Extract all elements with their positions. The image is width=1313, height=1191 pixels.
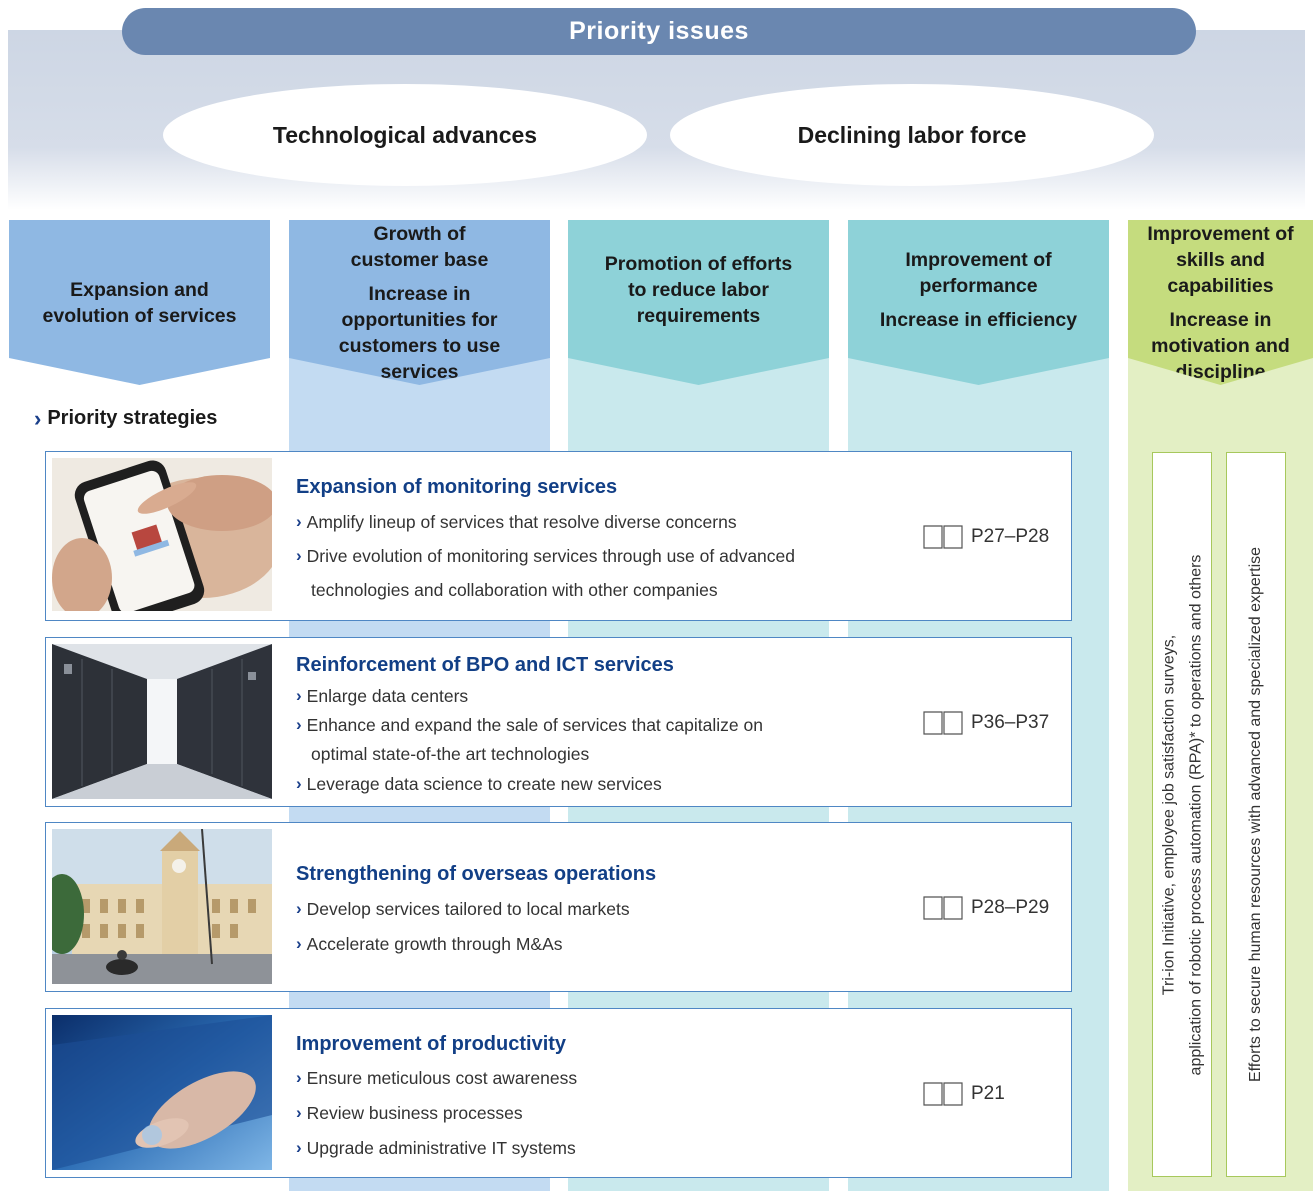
bullet-item: ›Accelerate growth through M&As xyxy=(296,934,630,969)
column-header-line: evolution of services xyxy=(42,304,237,327)
column-header-line: customers to use xyxy=(338,334,501,357)
vertical-text-line: Efforts to secure human resources with a… xyxy=(1247,546,1265,1083)
strategy-title: Expansion of monitoring services xyxy=(296,476,618,498)
chevron-right-icon: › xyxy=(296,715,302,734)
column-header-line: customer base xyxy=(350,248,489,271)
chevron-right-icon: › xyxy=(296,1138,302,1157)
page-reference: P36–P37 xyxy=(923,710,1049,736)
column-header-performance: Improvement of performance Increase in e… xyxy=(848,220,1109,385)
touchscreen-photo xyxy=(52,1015,272,1170)
bullet-item: ›Enhance and expand the sale of services… xyxy=(296,715,763,744)
bullet-item: ›Develop services tailored to local mark… xyxy=(296,899,630,934)
strategy-card-bpo-ict: Reinforcement of BPO and ICT services ›E… xyxy=(45,637,1072,807)
chevron-right-icon: › xyxy=(296,546,302,565)
column-header-growth: Growth of customer base Increase in oppo… xyxy=(289,220,550,385)
column-header-line: discipline xyxy=(1175,360,1266,383)
bullet-text-continued: technologies and collaboration with othe… xyxy=(311,580,718,600)
chevron-right-icon: › xyxy=(296,512,302,531)
human-resources-text: Efforts to secure human resources with a… xyxy=(1243,547,1270,1082)
book-icon xyxy=(923,525,963,549)
vertical-text-line: Tri-ion Initiative, employee job satisfa… xyxy=(1160,634,1178,995)
column-header-line: Expansion and xyxy=(70,278,209,301)
strategy-bullets: ›Amplify lineup of services that resolve… xyxy=(296,512,795,601)
bullet-text-continued: optimal state-of-the art technologies xyxy=(311,744,590,764)
column-header-expansion: Expansion and evolution of services xyxy=(9,220,270,385)
priority-strategies-label: › Priority strategies xyxy=(34,407,217,430)
bullet-item: ›Upgrade administrative IT systems xyxy=(296,1138,577,1173)
bullet-item: ›Review business processes xyxy=(296,1103,577,1138)
bullet-text: Leverage data science to create new serv… xyxy=(306,774,662,794)
page-reference-text: P21 xyxy=(971,1083,1005,1104)
column-header-line: Increase in efficiency xyxy=(879,308,1078,331)
bullet-text: Enlarge data centers xyxy=(306,686,469,706)
overseas-building-photo xyxy=(52,829,272,984)
chevron-right-icon: › xyxy=(296,686,302,705)
column-header-line: Improvement of xyxy=(905,248,1052,271)
chevron-right-icon: › xyxy=(296,899,302,918)
strategy-title: Strengthening of overseas operations xyxy=(296,863,657,885)
tri-ion-initiative-box: Tri-ion Initiative, employee job satisfa… xyxy=(1152,452,1212,1177)
column-header-line: skills and xyxy=(1176,248,1265,271)
page-reference-text: P28–P29 xyxy=(971,897,1050,918)
page-reference: P21 xyxy=(923,1081,1005,1107)
strategy-title: Improvement of productivity xyxy=(296,1033,567,1055)
column-header-line: Improvement of xyxy=(1147,222,1294,245)
bullet-text: Review business processes xyxy=(306,1103,523,1123)
column-header-line: requirements xyxy=(636,304,761,327)
strategy-card-productivity: Improvement of productivity ›Ensure meti… xyxy=(45,1008,1072,1178)
column-header-line: capabilities xyxy=(1167,274,1274,297)
book-icon xyxy=(923,1082,963,1106)
column-header-line: to reduce labor xyxy=(628,278,769,301)
strategy-bullets: ›Develop services tailored to local mark… xyxy=(296,899,630,969)
column-header-line: Increase in xyxy=(1169,308,1272,331)
book-icon xyxy=(923,711,963,735)
vertical-text-line: application of robotic process automatio… xyxy=(1187,554,1205,1075)
column-header-skills: Improvement of skills and capabilities I… xyxy=(1128,220,1313,385)
bullet-text: Amplify lineup of services that resolve … xyxy=(306,512,737,532)
bullet-text: Upgrade administrative IT systems xyxy=(306,1138,576,1158)
chevron-right-icon: › xyxy=(296,934,302,953)
column-header-line: performance xyxy=(919,274,1038,297)
bullet-text: Ensure meticulous cost awareness xyxy=(306,1068,578,1088)
page-reference: P27–P28 xyxy=(923,524,1049,550)
tri-ion-initiative-text: Tri-ion Initiative, employee job satisfa… xyxy=(1155,554,1209,1075)
column-header-line: opportunities for xyxy=(341,308,498,331)
priority-strategies-text: Priority strategies xyxy=(47,407,218,429)
page-reference-text: P36–P37 xyxy=(971,712,1050,733)
bullet-text: Accelerate growth through M&As xyxy=(306,934,563,954)
bullet-text: Drive evolution of monitoring services t… xyxy=(306,546,795,566)
chevron-right-icon: › xyxy=(296,774,302,793)
human-resources-box: Efforts to secure human resources with a… xyxy=(1226,452,1286,1177)
issue-declining-labor-force: Declining labor force xyxy=(670,84,1154,186)
chevron-right-icon: › xyxy=(296,1068,302,1087)
priority-issues-title: Priority issues xyxy=(122,8,1196,55)
page-reference-text: P27–P28 xyxy=(971,526,1050,547)
bullet-item: ›Amplify lineup of services that resolve… xyxy=(296,512,795,546)
column-header-labor: Promotion of efforts to reduce labor req… xyxy=(568,220,829,385)
bullet-item: ›Ensure meticulous cost awareness xyxy=(296,1068,577,1103)
chevron-right-icon: › xyxy=(34,405,42,431)
column-header-line: Promotion of efforts xyxy=(604,252,793,275)
column-header-line: motivation and xyxy=(1151,334,1290,357)
chevron-right-icon: › xyxy=(296,1103,302,1122)
bullet-item: ›Drive evolution of monitoring services … xyxy=(296,546,795,580)
strategy-card-overseas: Strengthening of overseas operations ›De… xyxy=(45,822,1072,992)
issue-technological-advances: Technological advances xyxy=(163,84,647,186)
strategy-card-monitoring: Expansion of monitoring services ›Amplif… xyxy=(45,451,1072,621)
strategy-title: Reinforcement of BPO and ICT services xyxy=(296,654,674,676)
bullet-item: ›Leverage data science to create new ser… xyxy=(296,774,763,803)
bullet-text: Enhance and expand the sale of services … xyxy=(306,715,763,735)
column-header-line: services xyxy=(380,360,459,383)
column-header-line: Growth of xyxy=(373,222,466,245)
strategy-bullets: ›Ensure meticulous cost awareness ›Revie… xyxy=(296,1068,577,1173)
data-center-photo xyxy=(52,644,272,799)
book-icon xyxy=(923,896,963,920)
smartphone-monitoring-photo xyxy=(52,458,272,611)
bullet-text: Develop services tailored to local marke… xyxy=(306,899,630,919)
bullet-item: ›Enlarge data centers xyxy=(296,686,763,715)
page-reference: P28–P29 xyxy=(923,895,1049,921)
column-header-line: Increase in xyxy=(368,282,471,305)
strategy-bullets: ›Enlarge data centers ›Enhance and expan… xyxy=(296,686,763,803)
